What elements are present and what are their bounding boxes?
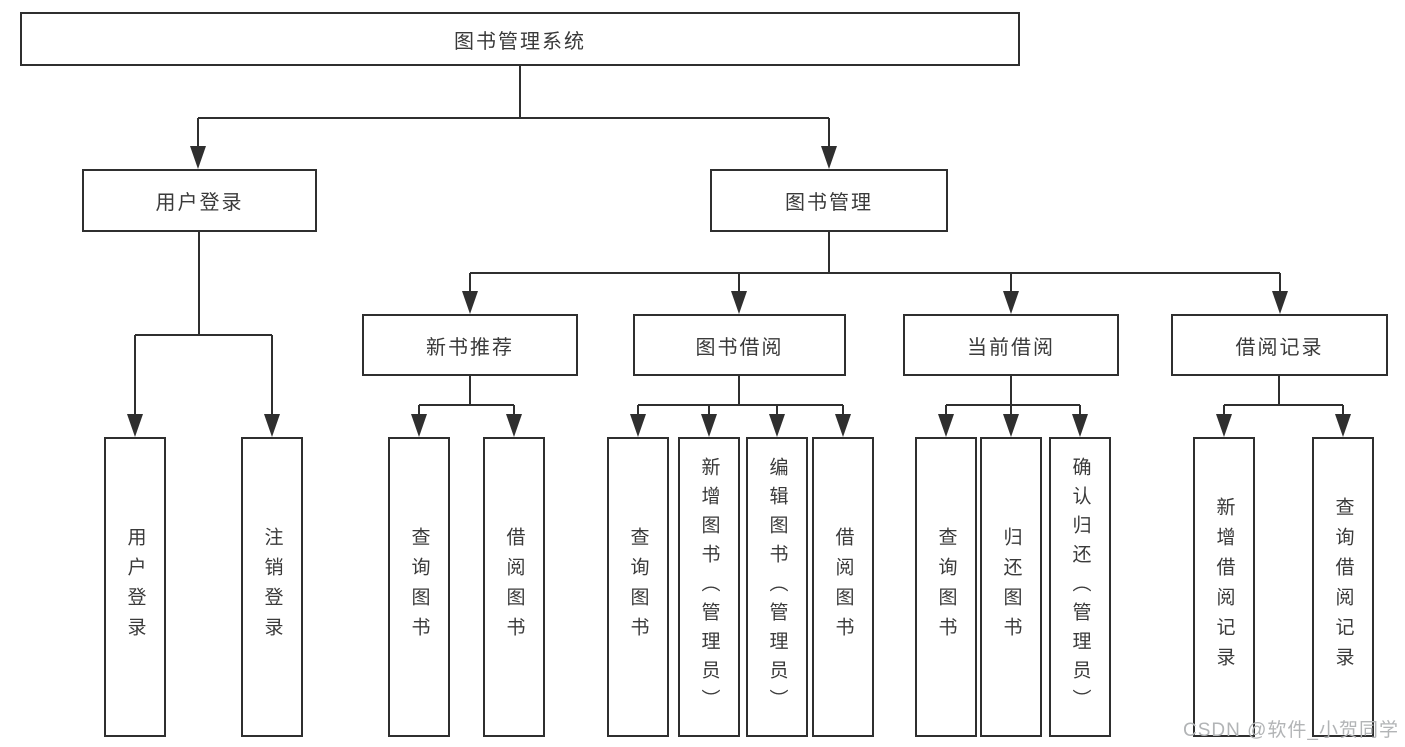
leaf-user-login: 用户登录 [104,437,166,737]
leaf-label: 注销登录 [261,527,283,647]
node-label: 图书管理系统 [454,30,586,53]
node-user-login: 用户登录 [82,169,317,232]
leaf-query-books-current: 查询图书 [915,437,977,737]
node-label: 借阅记录 [1235,336,1324,359]
node-label: 图书管理 [785,192,873,214]
leaf-label: 查询图书 [627,527,649,647]
arrowhead-icons [127,146,1351,437]
leaf-return-books: 归还图书 [980,437,1042,737]
leaf-label: 归还图书 [1000,527,1022,647]
leaf-query-borrow-record: 查询借阅记录 [1312,437,1374,737]
leaf-borrow-books: 借阅图书 [812,437,874,737]
node-label: 用户登录 [155,192,244,214]
csdn-watermark: CSDN @软件_小贺同学 [1183,720,1399,741]
leaf-label: 新增图书（管理员） [698,456,720,718]
leaf-label: 查询借阅记录 [1332,497,1354,677]
leaf-label: 编辑图书（管理员） [766,456,788,718]
leaf-add-borrow-record: 新增借阅记录 [1193,437,1255,737]
node-book-management: 图书管理 [710,169,948,232]
leaf-label: 借阅图书 [503,527,525,647]
leaf-edit-books-admin: 编辑图书（管理员） [746,437,808,737]
node-current-borrow: 当前借阅 [903,314,1119,376]
leaf-label: 新增借阅记录 [1213,497,1235,677]
leaf-label: 用户登录 [124,527,146,647]
leaf-borrow-books-recommend: 借阅图书 [483,437,545,737]
leaf-label: 查询图书 [935,527,957,647]
leaf-add-books-admin: 新增图书（管理员） [678,437,740,737]
leaf-confirm-return-admin: 确认归还（管理员） [1049,437,1111,737]
node-book-borrow: 图书借阅 [633,314,846,376]
node-borrow-records: 借阅记录 [1171,314,1388,376]
leaf-label: 查询图书 [408,527,430,647]
node-label: 当前借阅 [967,336,1055,359]
node-new-book-recommend: 新书推荐 [362,314,578,376]
node-label: 新书推荐 [426,336,514,359]
leaf-label: 确认归还（管理员） [1069,456,1091,718]
node-label: 图书借阅 [695,336,784,359]
leaf-query-books-recommend: 查询图书 [388,437,450,737]
leaf-label: 借阅图书 [832,527,854,647]
node-library-management-system: 图书管理系统 [20,12,1020,66]
leaf-query-books-borrow: 查询图书 [607,437,669,737]
leaf-logout: 注销登录 [241,437,303,737]
